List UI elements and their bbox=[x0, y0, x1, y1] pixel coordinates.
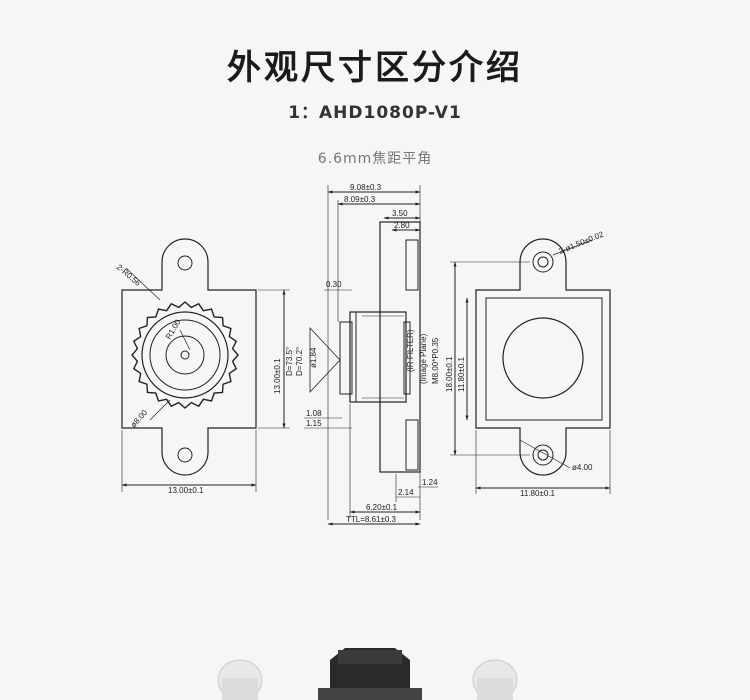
angle-h-label: D=70.2° bbox=[295, 347, 304, 376]
back-view bbox=[450, 238, 611, 494]
center-hole-label: ø4.00 bbox=[572, 463, 593, 472]
back-height-outer-label: 18.00±0.1 bbox=[445, 356, 454, 392]
body-length-label: 8.09±0.3 bbox=[344, 195, 376, 204]
dim-6-20-label: 6.20±0.1 bbox=[366, 503, 398, 512]
ir-filter-label: (IR FILTER) bbox=[406, 329, 415, 372]
ttl-label: TTL=8.61±0.3 bbox=[346, 515, 397, 524]
front-view bbox=[121, 238, 290, 492]
radius-note: 2-R0.56 bbox=[115, 263, 143, 289]
image-plane-label: (Image Plane) bbox=[419, 333, 428, 384]
front-width-label: 13.00±0.1 bbox=[168, 486, 204, 495]
thread-label: M8.00*P0.35 bbox=[431, 337, 440, 384]
page-title: 外观尺寸区分介绍 bbox=[227, 48, 523, 88]
dim-1-15-label: 1.15 bbox=[306, 419, 322, 428]
dim-2-14-label: 2.14 bbox=[398, 488, 414, 497]
dim-2-80-label: 2.80 bbox=[394, 221, 410, 230]
overall-length-label: 9.08±0.3 bbox=[350, 183, 382, 192]
dim-1-24-label: 1.24 bbox=[422, 478, 438, 487]
dim-3-50-label: 3.50 bbox=[392, 209, 408, 218]
side-view bbox=[304, 185, 438, 526]
lens-spec-label: 6.6mm焦距平角 bbox=[317, 151, 433, 167]
dim-0-30-label: 0.30 bbox=[326, 280, 342, 289]
back-height-inner-label: 11.80±0.1 bbox=[457, 357, 466, 392]
back-width-label: 11.80±0.1 bbox=[520, 489, 555, 498]
hole-label: 2-ø1.50±0.02 bbox=[557, 229, 605, 255]
diameter-label: ø8.00 bbox=[129, 408, 150, 430]
angle-d-label: D=73.5° bbox=[285, 347, 294, 376]
model-label: 1：AHD1080P-V1 bbox=[288, 103, 462, 123]
product-photo bbox=[217, 648, 518, 700]
dim-1-08-label: 1.08 bbox=[306, 409, 322, 418]
front-height-label: 13.00±0.1 bbox=[273, 358, 282, 394]
aperture-label: ø1.84 bbox=[309, 347, 318, 368]
back-dimension-labels: 2-ø1.50±0.02 18.00±0.1 11.80±0.1 ø4.00 1… bbox=[445, 229, 605, 498]
side-dimension-labels: 9.08±0.3 8.09±0.3 3.50 2.80 0.30 D=73.5°… bbox=[285, 183, 440, 524]
inner-radius-label: R1.00 bbox=[164, 318, 183, 341]
